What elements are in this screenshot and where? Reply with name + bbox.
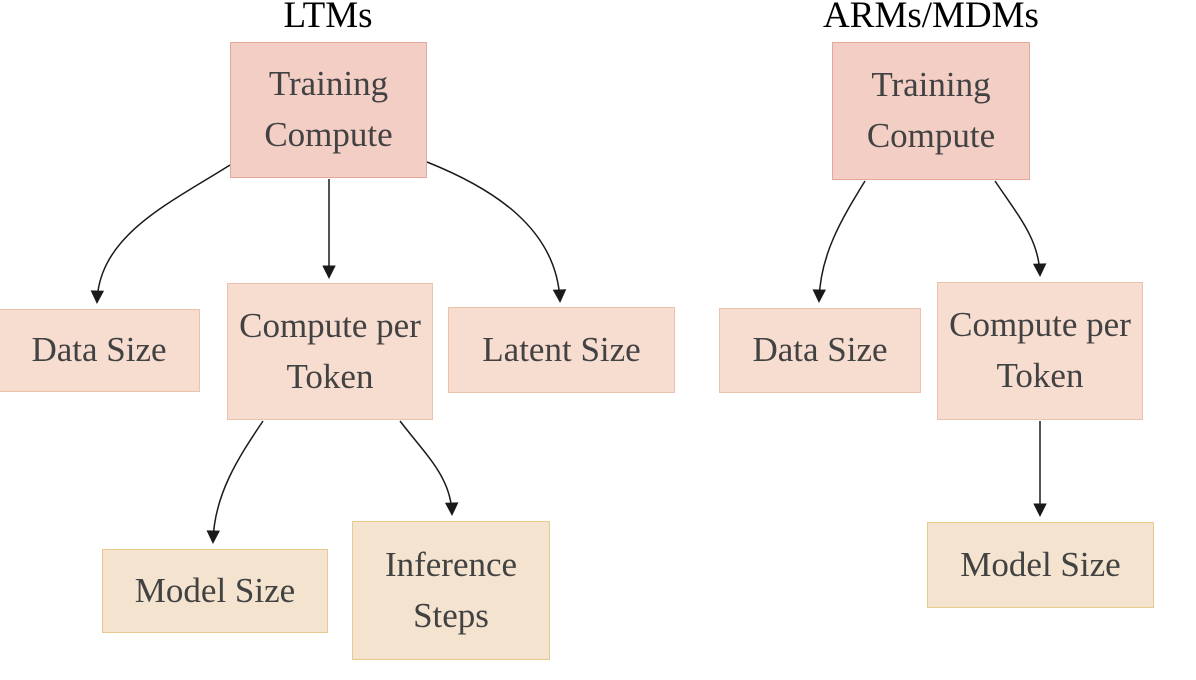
node-ltm-data-size: Data Size (0, 309, 200, 392)
node-ltm-training-compute: Training Compute (230, 42, 427, 178)
arrow-left-compute-per-token-to-model-size (206, 420, 264, 545)
node-label: Data Size (31, 330, 167, 370)
node-label: Data Size (752, 330, 888, 370)
node-arm-training-compute: Training Compute (832, 42, 1030, 180)
node-ltm-model-size: Model Size (102, 549, 328, 633)
arrow-right-training-to-data-size (812, 180, 866, 304)
node-label: Inference Steps (384, 544, 518, 635)
node-arm-data-size: Data Size (719, 308, 921, 393)
ltm-tree-title: LTMs (283, 0, 373, 36)
node-label: Model Size (960, 544, 1121, 584)
node-ltm-inference-steps: Inference Steps (352, 521, 550, 660)
arrow-left-compute-per-token-to-inference-steps (399, 420, 459, 517)
node-label: Training Compute (264, 64, 393, 154)
node-label: Model Size (134, 570, 296, 610)
node-ltm-compute-per-token: Compute per Token (227, 283, 433, 420)
node-ltm-latent-size: Latent Size (448, 307, 675, 393)
node-label: Compute per Token (949, 305, 1131, 395)
arrow-right-training-to-compute-per-token (994, 180, 1047, 278)
node-arm-model-size: Model Size (927, 522, 1154, 608)
node-label: Compute per Token (239, 305, 421, 396)
node-label: Training Compute (866, 65, 996, 155)
node-arm-compute-per-token: Compute per Token (937, 282, 1143, 420)
arm-mdm-tree-title: ARMs/MDMs (823, 0, 1039, 36)
node-label: Latent Size (482, 329, 641, 369)
arrow-left-training-to-data-size (90, 164, 231, 305)
arrow-left-training-to-latent-size (426, 161, 567, 304)
